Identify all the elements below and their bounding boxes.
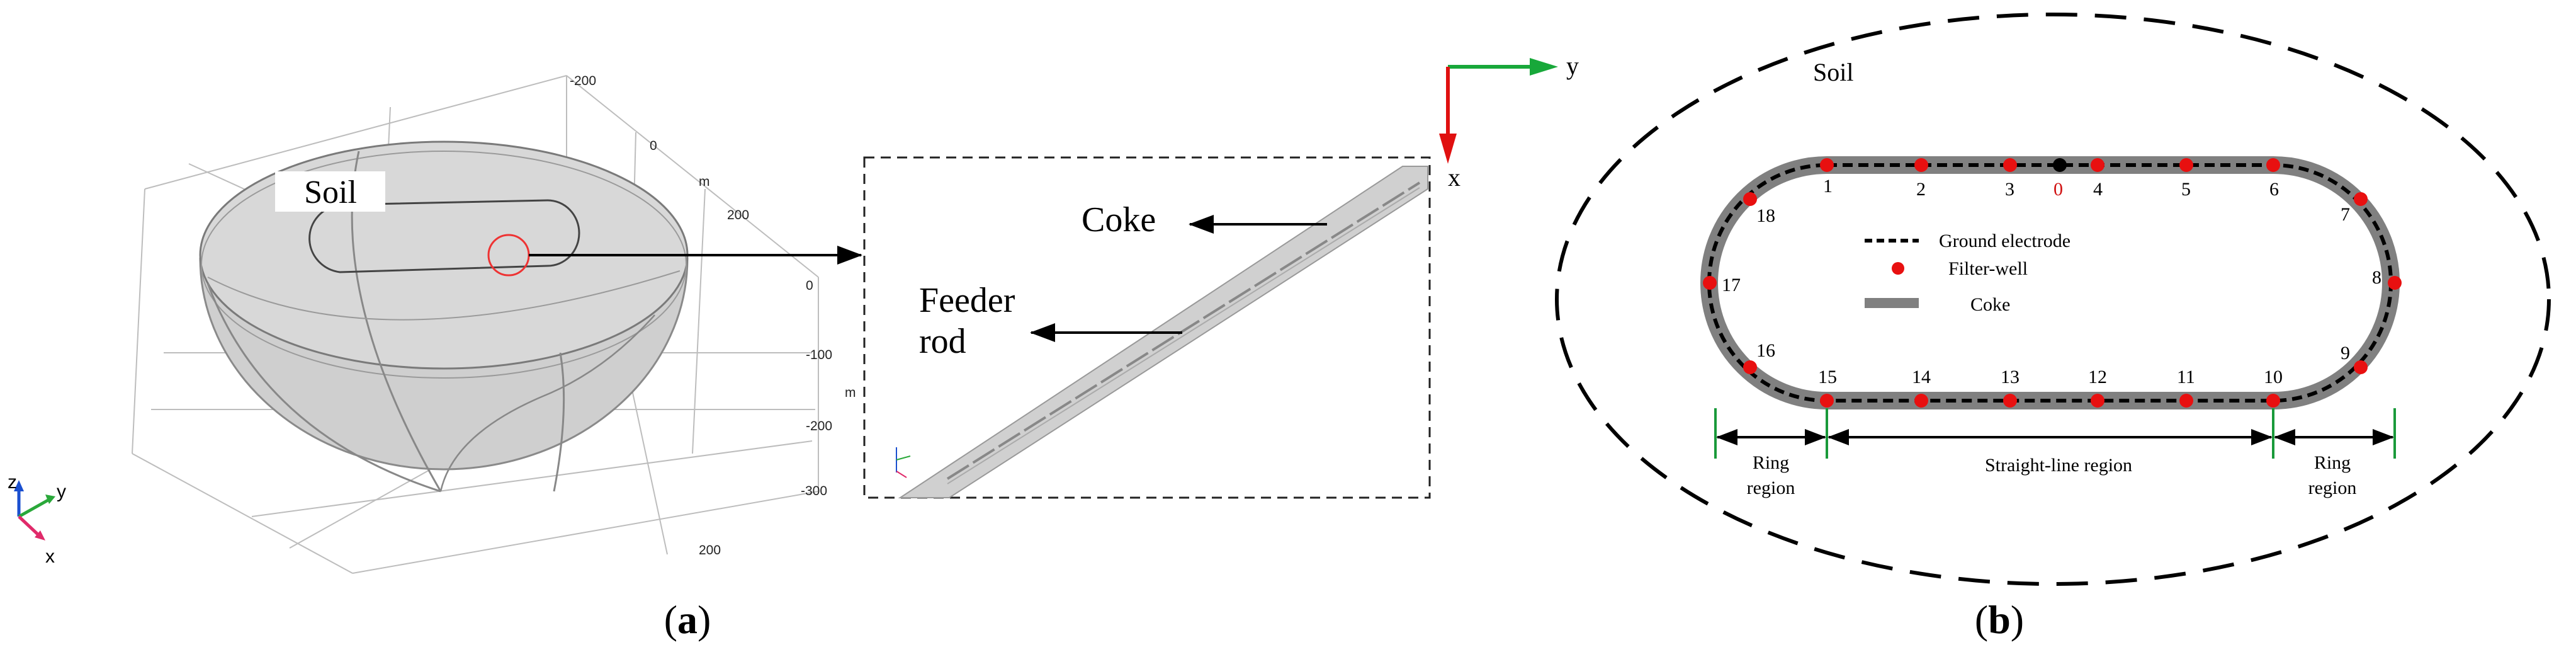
ring-right-label-2: region <box>2308 478 2357 498</box>
well-label-17: 17 <box>1722 275 1741 295</box>
filter-well-10 <box>2266 394 2280 408</box>
filter-well-5 <box>2179 158 2193 172</box>
well-label-13: 13 <box>2001 367 2020 387</box>
ring-left-label-1: Ring <box>1753 452 1789 473</box>
tick-m300: -300 <box>801 484 827 498</box>
unit-m-side: m <box>845 386 856 400</box>
panel-a-model: Soil -200 0 m 200 0 -100 m -200 -300 200… <box>8 74 862 642</box>
filter-well-14 <box>1914 394 1928 408</box>
tick-0-top: 0 <box>650 139 657 153</box>
racetrack-electrode <box>308 199 580 273</box>
ground-electrode-loop <box>1707 163 2393 403</box>
well-label-2: 2 <box>1916 179 1926 200</box>
tick-m100: -100 <box>806 348 832 362</box>
well-label-12: 12 <box>2088 367 2107 387</box>
cut-line-3 <box>439 314 655 492</box>
soil-boundary <box>1555 13 2551 586</box>
well-label-1: 1 <box>1823 176 1833 197</box>
feeder-label-line2: rod <box>919 322 966 361</box>
filter-well-6 <box>2266 158 2280 172</box>
filter-well-7 <box>2354 192 2368 206</box>
well-label-15: 15 <box>1818 367 1837 387</box>
tick-0-right: 0 <box>806 278 813 293</box>
filter-well-4 <box>2091 158 2104 172</box>
tick-m200-top: -200 <box>570 74 596 88</box>
tick-200-bottom: 200 <box>699 543 721 558</box>
well-label-5: 5 <box>2181 179 2191 200</box>
panel-b-plan: Soil Ground electrode Filter-well Coke <box>1555 13 2551 642</box>
axis-tick-labels: -200 0 m 200 0 -100 m -200 -300 200 <box>570 74 856 558</box>
cut-line-4 <box>553 352 565 492</box>
well-label-8: 8 <box>2372 267 2381 288</box>
tick-200-right: 200 <box>727 208 749 222</box>
caption-b: (b) <box>1975 597 2024 642</box>
straight-label: Straight-line region <box>1985 455 2132 476</box>
legend: Ground electrode Filter-well Coke <box>1865 231 2070 315</box>
feeder-rod <box>946 181 1421 480</box>
well-label-16: 16 <box>1756 340 1775 361</box>
mini-triad <box>896 447 911 478</box>
filter-well-15 <box>1820 394 1834 408</box>
filter-well-12 <box>2091 394 2104 408</box>
filter-well-17 <box>1703 276 1717 290</box>
coke-racetrack <box>1700 156 2400 409</box>
filter-well-2 <box>1914 158 1928 172</box>
well-label-18: 18 <box>1756 205 1775 226</box>
well-label-11: 11 <box>2177 367 2195 387</box>
soil-top-rim <box>201 151 687 379</box>
well-label-6: 6 <box>2269 179 2279 200</box>
orientation-triad: z y x <box>8 472 66 567</box>
zoom-panel: Coke Feeder rod y x <box>863 52 1579 499</box>
well-label-3: 3 <box>2005 179 2014 200</box>
filter-well-18 <box>1743 192 1757 206</box>
filter-well-13 <box>2003 394 2017 408</box>
legend-coke-label: Coke <box>1970 294 2010 315</box>
filter-well-0 <box>2053 158 2067 172</box>
triad-y-label: y <box>57 481 66 502</box>
filter-well-3 <box>2003 158 2017 172</box>
tick-m200-right: -200 <box>806 419 832 433</box>
filter-wells <box>1703 158 2402 408</box>
filter-well-1 <box>1820 158 1834 172</box>
ring-right-label-1: Ring <box>2314 452 2351 473</box>
cut-line-2 <box>206 283 441 493</box>
legend-electrode-label: Ground electrode <box>1939 231 2070 251</box>
soil-label: Soil <box>304 174 357 210</box>
filter-well-11 <box>2179 394 2193 408</box>
axis-x-label: x <box>1448 163 1460 192</box>
axis-y-label: y <box>1566 52 1579 80</box>
coke-label: Coke <box>1082 200 1156 239</box>
soil-label-b: Soil <box>1813 58 1853 86</box>
filter-well-9 <box>2354 360 2368 374</box>
well-label-9: 9 <box>2341 343 2350 363</box>
caption-a: (a) <box>664 597 711 642</box>
zoom-axes: y x <box>1439 52 1579 192</box>
feeder-label-line1: Feeder <box>919 281 1015 320</box>
well-label-4: 4 <box>2093 179 2103 200</box>
triad-x-label: x <box>45 546 55 567</box>
well-label-0: 0 <box>2053 179 2063 200</box>
legend-filter-well-label: Filter-well <box>1948 258 2028 279</box>
region-markers: Ring region Straight-line region Ring re… <box>1714 408 2396 498</box>
cut-line-5 <box>207 270 681 321</box>
filter-well-8 <box>2388 276 2402 290</box>
well-label-7: 7 <box>2341 204 2350 225</box>
well-label-10: 10 <box>2264 367 2283 387</box>
triad-z-label: z <box>8 472 17 493</box>
filter-well-16 <box>1743 360 1757 374</box>
ring-left-label-2: region <box>1747 478 1795 498</box>
unit-m-top: m <box>699 174 710 189</box>
well-number-labels: 0 1 2 3 4 5 6 7 8 9 10 11 12 13 14 15 16… <box>1722 176 2381 387</box>
legend-filter-well-swatch <box>1892 262 1904 275</box>
soil-label-box <box>275 171 385 212</box>
feeder-rod-edge <box>947 187 1420 484</box>
well-label-14: 14 <box>1912 367 1931 387</box>
